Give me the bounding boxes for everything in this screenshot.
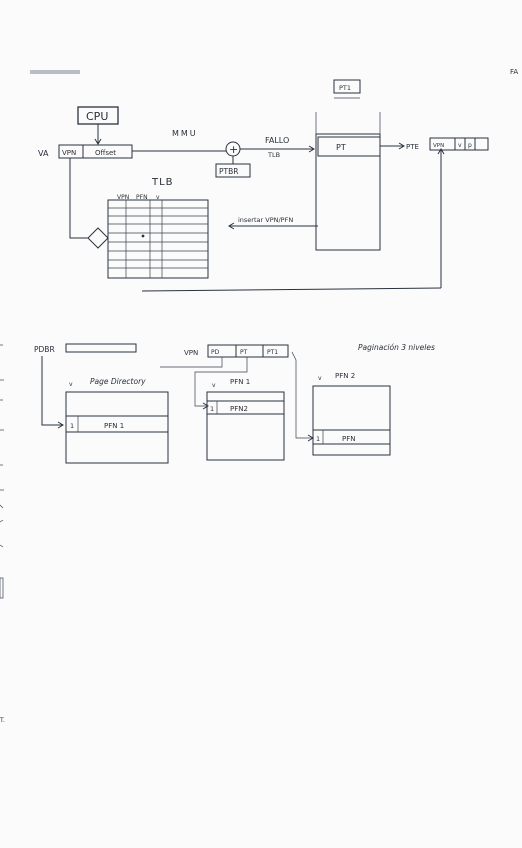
pte-entry	[429, 137, 489, 151]
comparator-diamond	[87, 227, 109, 249]
paging-title: Paginación 3 niveles	[358, 343, 435, 352]
pdbr-to-directory-line	[41, 356, 62, 426]
margin-mark-text: T.	[0, 717, 5, 724]
pt-tab-label: PT1	[339, 84, 351, 92]
vpn-to-comparator-line	[69, 158, 88, 239]
pdbr-register	[65, 343, 137, 353]
table3-v: v	[318, 375, 322, 382]
pt1-field-line	[291, 351, 312, 439]
tlb-header-vpn: VPN	[117, 194, 129, 201]
table2-v: v	[212, 382, 216, 389]
table3-row-pfn: PFN	[342, 435, 355, 443]
table3-title: PFN 2	[335, 372, 355, 380]
pt-field-line	[194, 357, 248, 407]
va-vpn: VPN	[62, 149, 76, 157]
pte-field-v: v	[458, 142, 462, 149]
faint-header-mark	[30, 70, 80, 74]
ptbr-box	[215, 163, 251, 178]
corner-text: FA	[510, 68, 518, 76]
table1-row-v: 1	[70, 422, 74, 430]
va-offset: Offset	[95, 149, 116, 157]
vpn2-field-pd: PD	[211, 349, 220, 356]
table1-title: Page Directory	[90, 377, 146, 386]
tlb-title: TLB	[151, 177, 174, 188]
pd-field-line	[160, 357, 223, 368]
page-table-box	[315, 133, 381, 251]
ptbr-label: PTBR	[219, 167, 238, 176]
fallo-label: FALLO	[265, 136, 289, 145]
tlb-header-pfn: PFN	[136, 194, 148, 201]
fallo-tlb-label: TLB	[267, 151, 280, 159]
pt-label: PT	[336, 143, 346, 152]
pte-field-vpn: VPN	[433, 143, 444, 149]
tlb-table	[107, 199, 209, 279]
pfn1-table	[206, 391, 285, 461]
pfn2-table	[312, 385, 391, 456]
table2-row-v: 1	[210, 405, 214, 413]
table2-row-pfn: PFN2	[230, 405, 248, 413]
margin-marks: T.	[0, 344, 5, 724]
mmu-label: MMU	[172, 129, 198, 138]
bottom-return-line	[141, 287, 442, 292]
page-directory-table	[65, 391, 169, 464]
pte-field-p: p	[468, 142, 472, 149]
va-label: VA	[38, 149, 49, 158]
cpu-label: CPU	[86, 110, 108, 123]
table3-row-v: 1	[316, 435, 320, 443]
pt-tab-box	[333, 79, 361, 94]
table1-row-pfn: PFN 1	[104, 422, 124, 430]
pte-label: PTE	[406, 143, 419, 151]
diagram-tlb: CPU VA VPN Offset MMU + PTBR FALLO TLB P…	[38, 79, 489, 292]
diagram-three-level-paging: PDBR Paginación 3 niveles VPN PD PT PT1 …	[34, 343, 435, 464]
pdbr-label: PDBR	[34, 345, 55, 354]
pt-entry-row	[317, 136, 381, 157]
tlb-header-v: v	[156, 194, 160, 201]
table2-title: PFN 1	[230, 378, 250, 386]
vpn2-field-pt1: PT1	[267, 349, 278, 356]
adder-plus: +	[229, 143, 238, 156]
vpn2-label: VPN	[184, 349, 198, 357]
vpn2-register	[207, 344, 289, 358]
vpn2-field-pt: PT	[240, 349, 248, 356]
insertar-label: insertar VPN/PFN	[238, 216, 293, 224]
table1-v: v	[69, 381, 73, 388]
